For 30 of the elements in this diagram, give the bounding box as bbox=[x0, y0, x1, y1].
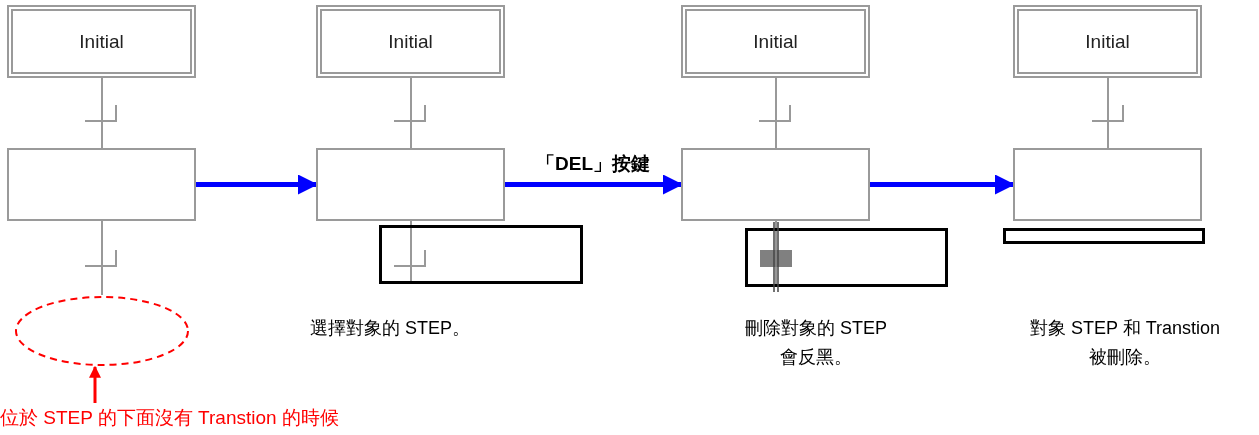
selection-frame bbox=[1003, 228, 1205, 244]
initial-step-box bbox=[681, 5, 870, 78]
arrow bbox=[196, 174, 318, 195]
connector-line bbox=[1107, 77, 1109, 149]
step-name: Initial bbox=[79, 30, 124, 53]
step-box bbox=[7, 148, 196, 221]
connector-line bbox=[101, 77, 103, 149]
connector-line bbox=[101, 220, 103, 296]
connector-line bbox=[410, 77, 412, 149]
step-box bbox=[1013, 148, 1202, 221]
leader-arrow bbox=[89, 365, 101, 403]
initial-step-box bbox=[7, 5, 196, 78]
edge-label: 「DEL」按鍵 bbox=[535, 151, 651, 176]
connector-line bbox=[775, 77, 777, 149]
caption: 對象 STEP 和 Transtion 被刪除。 bbox=[1028, 317, 1222, 369]
dashed-ellipse bbox=[14, 295, 190, 367]
step-box bbox=[316, 148, 505, 221]
step-box bbox=[681, 148, 870, 221]
arrow bbox=[505, 174, 683, 195]
caption: 刪除對象的 STEP 會反黑。 bbox=[744, 317, 888, 369]
initial-step-box bbox=[1013, 5, 1202, 78]
step-name: Initial bbox=[1085, 30, 1130, 53]
selection-frame bbox=[379, 225, 583, 284]
arrow bbox=[870, 174, 1015, 195]
initial-step-box bbox=[316, 5, 505, 78]
step-name: Initial bbox=[753, 30, 798, 53]
step-name: Initial bbox=[388, 30, 433, 53]
caption: 選擇對象的 STEP。 bbox=[310, 317, 471, 340]
selection-frame bbox=[745, 228, 948, 287]
note-text: 位於 STEP 的下面沒有 Transtion 的時候 bbox=[0, 403, 440, 433]
